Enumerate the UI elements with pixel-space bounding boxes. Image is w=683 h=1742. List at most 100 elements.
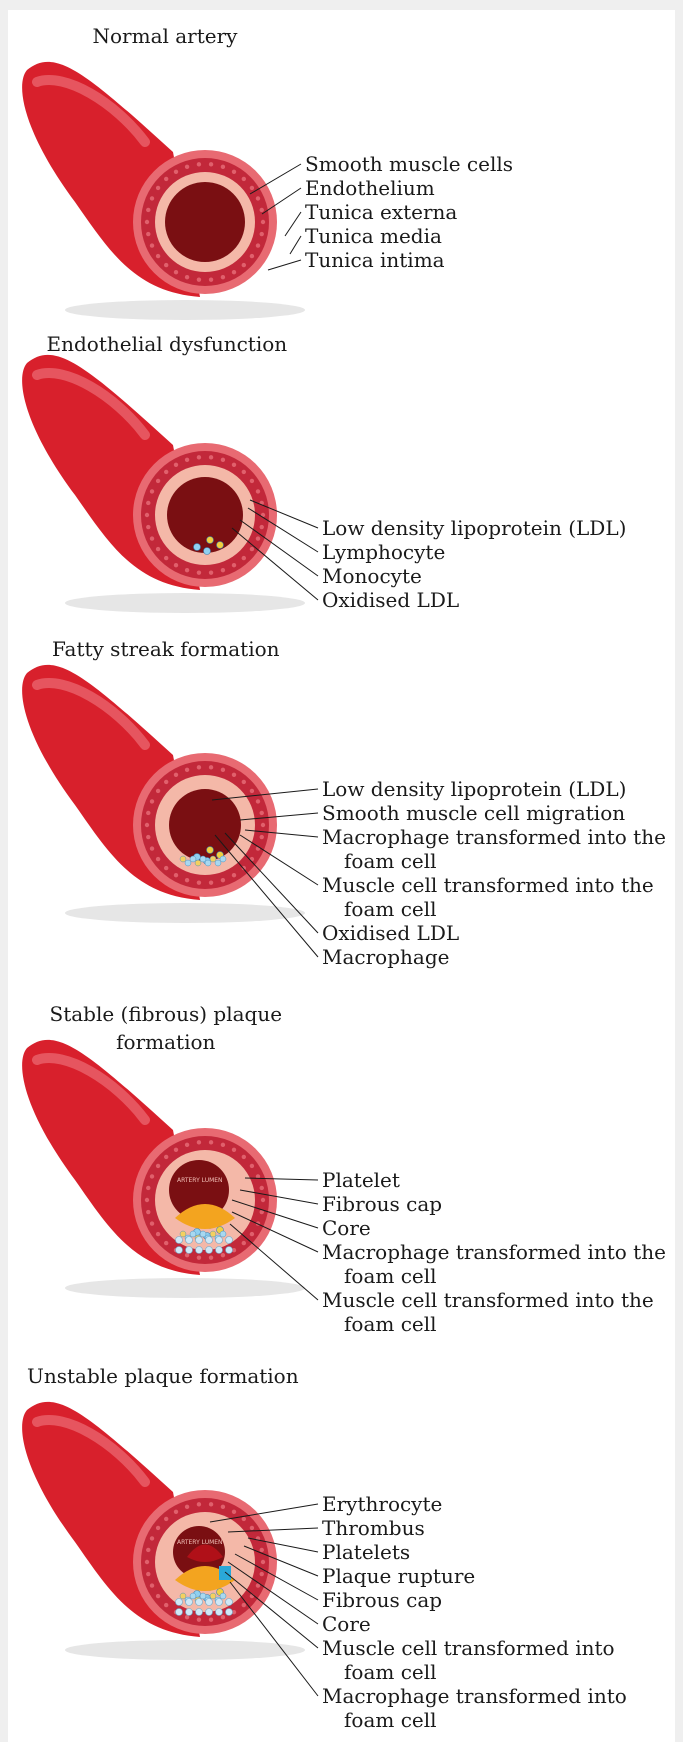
muscle-foam-cell [216, 1237, 223, 1244]
muscle-cell-dot [242, 1241, 246, 1245]
callout-label: Thrombus [322, 1516, 425, 1540]
callout-label: Low density lipoprotein (LDL) [322, 777, 626, 801]
callout-label-line: Macrophage transformed into [322, 1684, 627, 1708]
callout-label: Oxidised LDL [322, 588, 459, 612]
muscle-foam-cell [196, 1237, 203, 1244]
muscle-cell-dot [174, 1510, 178, 1514]
muscle-cell-dot [156, 789, 160, 793]
callout-label-line: foam cell [322, 897, 654, 921]
callout-label: Fibrous cap [322, 1588, 442, 1612]
panel-title-line: formation [50, 1028, 283, 1056]
muscle-cell-dot [156, 547, 160, 551]
muscle-cell-dot [156, 1526, 160, 1530]
panel-4: ARTERY LUMENStable (fibrous) plaqueforma… [0, 1000, 683, 1340]
muscle-foam-cell [216, 1599, 223, 1606]
callout-label-line: foam cell [322, 1264, 666, 1288]
muscle-cell-dot [174, 873, 178, 877]
foam-cell [180, 1231, 186, 1237]
muscle-cell-dot [145, 1198, 149, 1202]
muscle-cell-dot [174, 463, 178, 467]
muscle-cell-dot [242, 1603, 246, 1607]
muscle-cell-dot [197, 162, 201, 166]
muscle-cell-dot [260, 1572, 264, 1576]
vessel-shadow [65, 1640, 305, 1660]
muscle-cell-dot [174, 170, 178, 174]
muscle-cell-dot [250, 789, 254, 793]
foam-cell [190, 1593, 196, 1599]
muscle-cell-dot [232, 873, 236, 877]
leader-line [268, 260, 301, 270]
muscle-cell-dot [260, 525, 264, 529]
muscle-cell-dot [146, 1210, 150, 1214]
muscle-cell-dot [232, 270, 236, 274]
muscle-cell-dot [164, 1241, 168, 1245]
lesion-cell [207, 847, 214, 854]
muscle-cell-dot [242, 470, 246, 474]
panel-2: Endothelial dysfunctionLow density lipop… [0, 330, 683, 670]
muscle-cell-dot [221, 458, 225, 462]
muscle-cell-dot [146, 811, 150, 815]
muscle-cell-dot [145, 513, 149, 517]
muscle-cell-dot [174, 1148, 178, 1152]
muscle-cell-dot [197, 455, 201, 459]
panel-5: ARTERY LUMENUnstable plaque formationEry… [0, 1362, 683, 1702]
muscle-cell-dot [197, 1617, 201, 1621]
muscle-cell-dot [185, 768, 189, 772]
muscle-cell-dot [256, 243, 260, 247]
muscle-cell-dot [145, 1560, 149, 1564]
muscle-cell-dot [156, 186, 160, 190]
muscle-cell-dot [150, 243, 154, 247]
muscle-cell-dot [209, 1140, 213, 1144]
muscle-cell-dot [232, 170, 236, 174]
muscle-cell-dot [150, 799, 154, 803]
panel-title: Fatty streak formation [52, 635, 280, 663]
callout-label: Platelet [322, 1168, 400, 1192]
muscle-foam-cell [226, 1599, 233, 1606]
muscle-foam-cell [176, 1599, 183, 1606]
artery-lumen [169, 789, 241, 861]
muscle-cell-dot [250, 186, 254, 190]
muscle-cell-dot [221, 1615, 225, 1619]
panel-title: Endothelial dysfunction [47, 330, 288, 358]
callout-label-line: Muscle cell transformed into the [322, 873, 654, 897]
muscle-cell-dot [260, 208, 264, 212]
muscle-foam-cell [186, 1237, 193, 1244]
callout-label: Endothelium [305, 176, 435, 200]
muscle-cell-dot [146, 501, 150, 505]
muscle-cell-dot [209, 765, 213, 769]
artery-illustration [0, 330, 683, 670]
callout-label: Macrophage transformed into thefoam cell [322, 1240, 666, 1288]
foam-cell [210, 856, 216, 862]
leader-line [285, 212, 301, 236]
muscle-cell-dot [164, 177, 168, 181]
muscle-cell-dot [221, 768, 225, 772]
foam-cell [195, 860, 201, 866]
muscle-cell-dot [185, 878, 189, 882]
muscle-cell-dot [156, 254, 160, 258]
muscle-cell-dot [164, 1517, 168, 1521]
muscle-cell-dot [256, 489, 260, 493]
callout-label: Tunica intima [305, 248, 445, 272]
panel-1: Normal arterySmooth muscle cellsEndothel… [0, 22, 683, 362]
muscle-cell-dot [185, 1505, 189, 1509]
callout-label-line: Macrophage transformed into the [322, 825, 666, 849]
muscle-cell-dot [197, 1140, 201, 1144]
foam-cell [220, 1593, 226, 1599]
muscle-cell-dot [242, 1517, 246, 1521]
muscle-cell-dot [146, 1186, 150, 1190]
muscle-cell-dot [209, 570, 213, 574]
muscle-cell-dot [261, 823, 265, 827]
muscle-cell-dot [260, 811, 264, 815]
muscle-cell-dot [146, 232, 150, 236]
callout-label: Oxidised LDL [322, 921, 459, 945]
muscle-cell-dot [156, 1594, 160, 1598]
muscle-cell-dot [250, 1526, 254, 1530]
lesion-cell [217, 542, 224, 549]
muscle-cell-dot [146, 1548, 150, 1552]
muscle-cell-dot [232, 1510, 236, 1514]
callout-label-line: foam cell [322, 1708, 627, 1732]
muscle-cell-dot [145, 220, 149, 224]
muscle-cell-dot [156, 1164, 160, 1168]
muscle-cell-dot [256, 799, 260, 803]
callout-label: Erythrocyte [322, 1492, 442, 1516]
